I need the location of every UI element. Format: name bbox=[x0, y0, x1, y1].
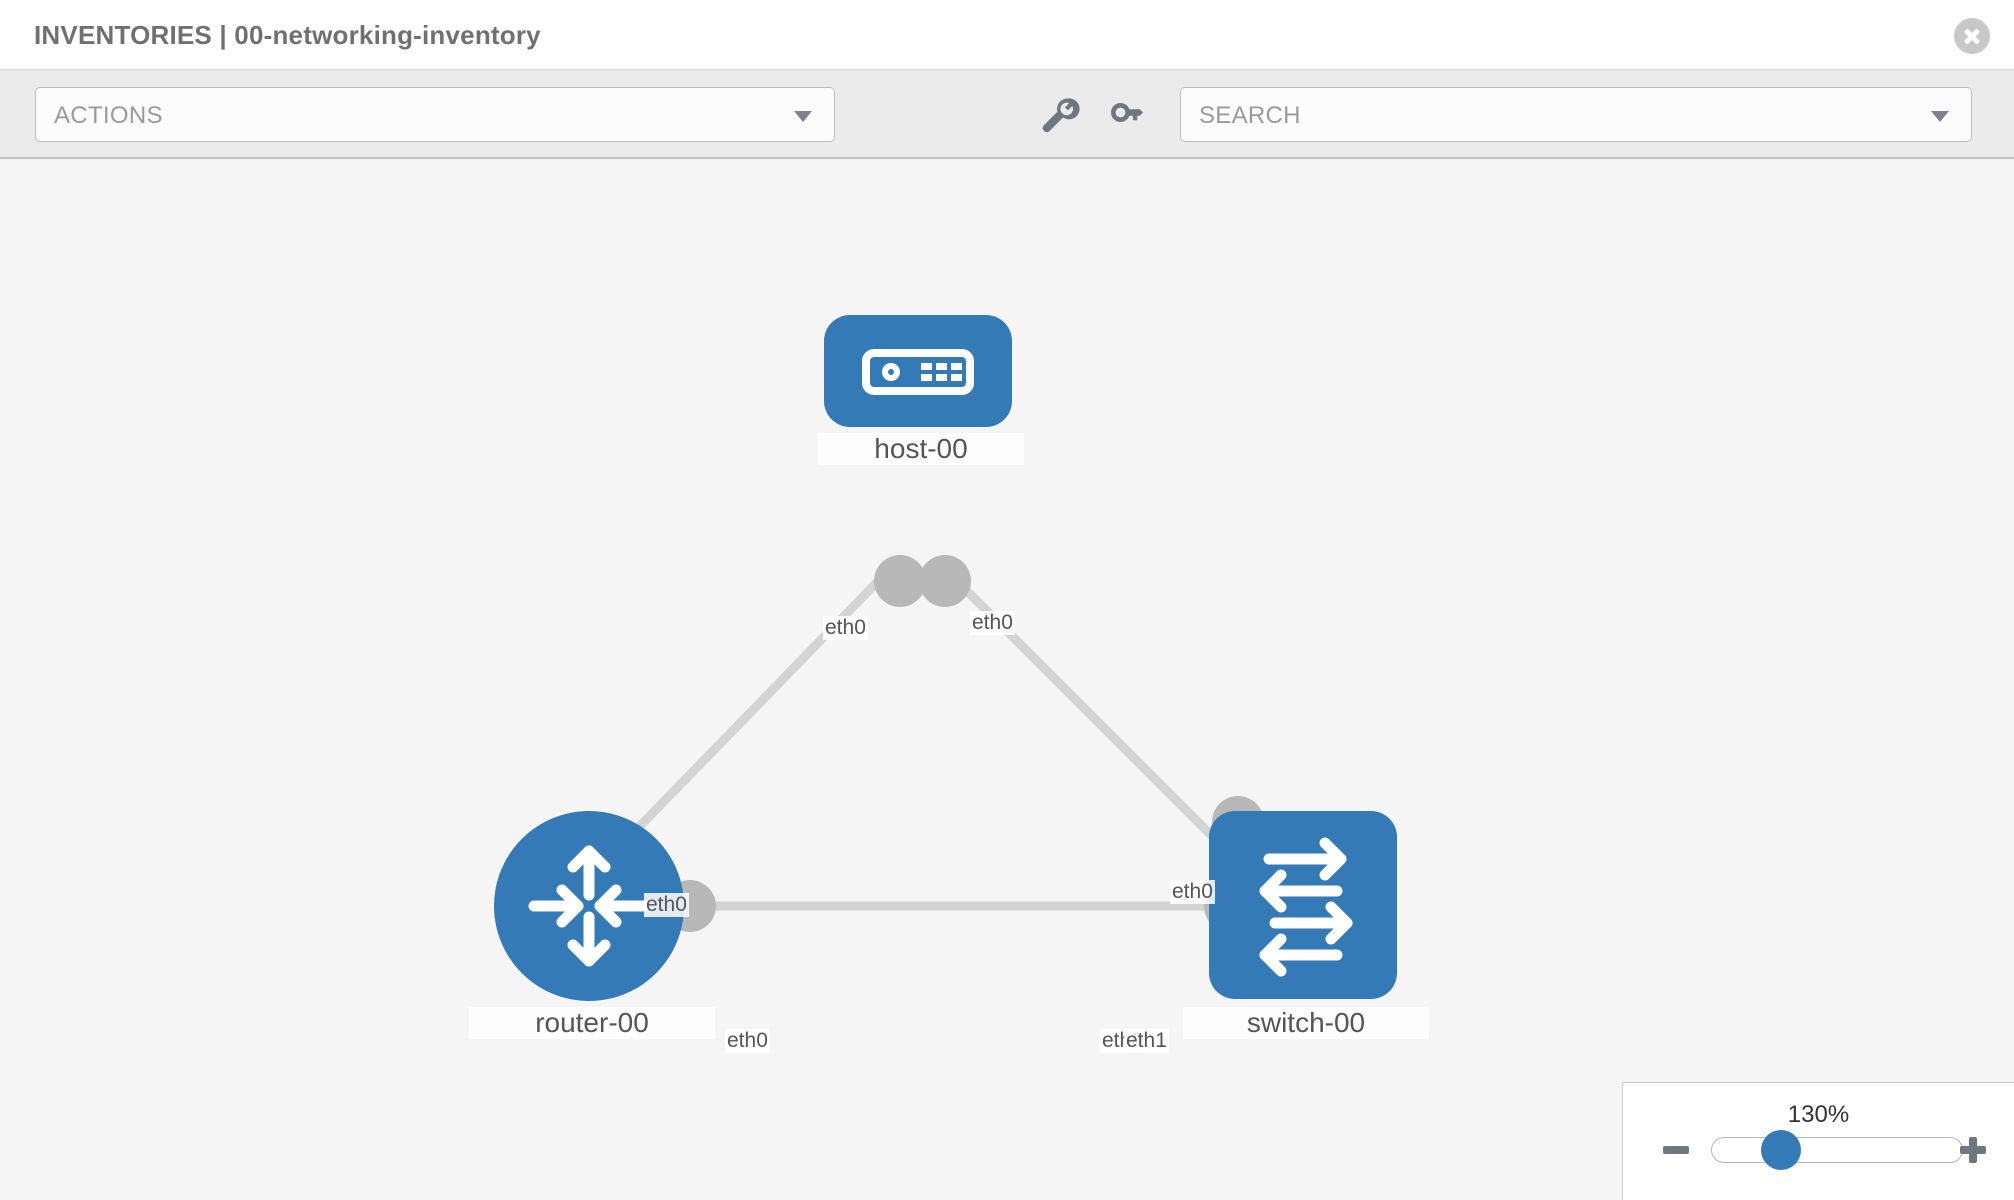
actions-dropdown-label: ACTIONS bbox=[54, 102, 163, 129]
search-input[interactable]: SEARCH bbox=[1180, 87, 1972, 142]
zoom-level-value: 130% bbox=[1787, 1101, 1850, 1128]
server-icon bbox=[862, 349, 974, 395]
zoom-slider-track[interactable] bbox=[1711, 1137, 1963, 1163]
router-icon bbox=[528, 845, 650, 967]
toolbar: ACTIONS SEARCH bbox=[0, 70, 2014, 159]
key-icon[interactable] bbox=[1103, 92, 1149, 138]
zoom-out-button[interactable] bbox=[1663, 1146, 1689, 1154]
iface-label[interactable]: eth0 bbox=[970, 611, 1015, 635]
switch-icon bbox=[1259, 837, 1353, 977]
search-placeholder: SEARCH bbox=[1199, 102, 1301, 129]
page-title: INVENTORIES | 00-networking-inventory bbox=[34, 20, 541, 50]
zoom-slider-thumb[interactable] bbox=[1761, 1130, 1801, 1170]
link-endpoint[interactable] bbox=[919, 555, 971, 607]
iface-label[interactable]: eth0 bbox=[725, 1029, 770, 1053]
iface-label[interactable]: eth1 bbox=[1124, 1029, 1169, 1053]
chevron-down-icon bbox=[794, 111, 812, 122]
wrench-icon[interactable] bbox=[1035, 92, 1081, 138]
link-endpoint[interactable] bbox=[874, 555, 926, 607]
iface-label[interactable]: eth0 bbox=[644, 893, 689, 917]
actions-dropdown[interactable]: ACTIONS bbox=[35, 87, 835, 142]
chevron-down-icon[interactable] bbox=[1931, 111, 1949, 122]
topology-node-host-00[interactable]: host-00 bbox=[818, 315, 1024, 465]
topology-node-switch-00[interactable]: switch-00 bbox=[1183, 811, 1429, 1039]
close-icon[interactable] bbox=[1954, 18, 1990, 54]
node-label-host-00: host-00 bbox=[818, 433, 1024, 465]
node-label-switch-00: switch-00 bbox=[1183, 1007, 1429, 1039]
page-header: INVENTORIES | 00-networking-inventory bbox=[0, 0, 2014, 70]
zoom-control-panel: 130% bbox=[1622, 1082, 2014, 1200]
node-label-router-00: router-00 bbox=[469, 1007, 715, 1039]
topology-canvas[interactable]: host-00 rout bbox=[0, 159, 2014, 1200]
switch-node-shape bbox=[1209, 811, 1397, 999]
iface-label[interactable]: eth0 bbox=[1170, 880, 1215, 904]
host-node-shape bbox=[824, 315, 1012, 427]
iface-label[interactable]: eth0 bbox=[823, 616, 868, 640]
zoom-in-button[interactable] bbox=[1960, 1137, 1986, 1163]
